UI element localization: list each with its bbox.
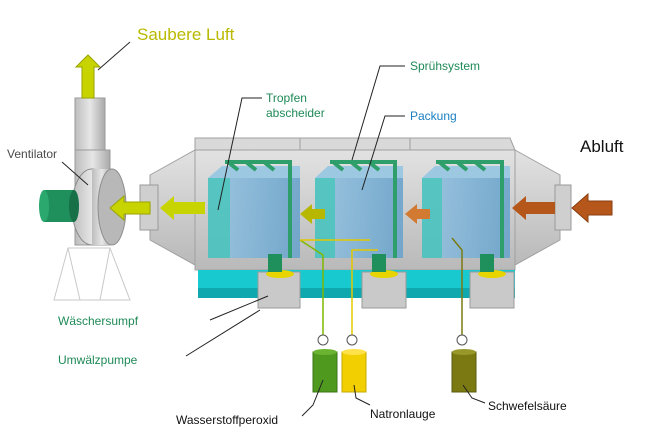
stage-1 xyxy=(208,160,300,258)
leader-lines xyxy=(61,41,486,417)
dosing-pumps xyxy=(317,334,468,346)
circulation-pumps xyxy=(266,254,506,278)
sump-water xyxy=(198,270,515,298)
label-packing: Packung xyxy=(410,109,457,123)
fan-inlet-arrow xyxy=(109,194,151,222)
label-sulfuric-acid: Schwefelsäure xyxy=(488,399,567,413)
fan-motor xyxy=(39,190,79,222)
stage-3 xyxy=(422,160,510,258)
label-pump: Umwälzpumpe xyxy=(58,353,138,367)
stage-2 xyxy=(315,160,403,258)
peroxide-tank xyxy=(312,349,338,393)
clean-air-arrow xyxy=(74,54,102,99)
label-droplet-separator-2: abscheider xyxy=(266,106,325,120)
label-fan: Ventilator xyxy=(7,147,57,161)
label-spray-system: Sprühsystem xyxy=(410,59,480,73)
label-hydrogen-peroxide: Wasserstoffperoxid xyxy=(176,413,278,427)
exhaust-air-arrow xyxy=(571,192,613,224)
label-clean-air: Saubere Luft xyxy=(137,25,235,44)
label-sump: Wäschersumpf xyxy=(58,314,139,328)
fan-stand xyxy=(53,247,131,301)
dosing-lines xyxy=(299,237,463,335)
label-droplet-separator-1: Tropfen xyxy=(266,91,307,105)
internal-flow-arrows xyxy=(160,196,555,224)
label-exhaust-air: Abluft xyxy=(580,137,624,156)
sulfuric-acid-tank xyxy=(451,349,477,393)
label-caustic-soda: Natronlauge xyxy=(370,407,436,421)
